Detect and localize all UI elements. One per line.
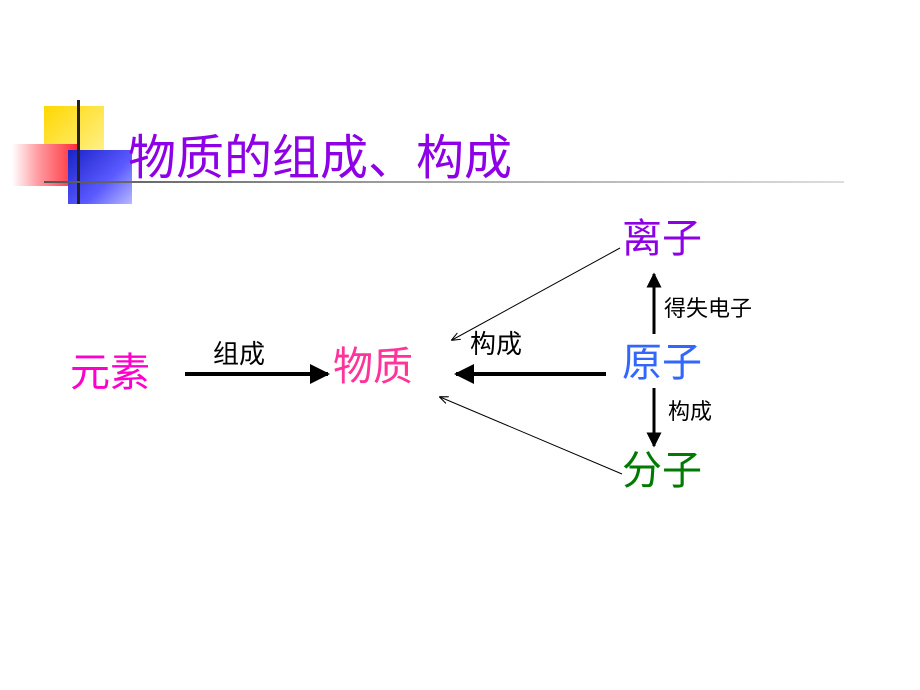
node-atom: 原子 bbox=[622, 340, 702, 386]
node-matter: 物质 bbox=[333, 344, 413, 390]
node-ion: 离子 bbox=[622, 216, 702, 262]
label-compose: 组成 bbox=[213, 340, 266, 370]
decor-vertical-line bbox=[77, 100, 80, 204]
arrow-ion-to-matter bbox=[452, 247, 621, 340]
label-constitute: 构成 bbox=[470, 330, 523, 360]
label-gain-lose-electrons: 得失电子 bbox=[664, 297, 753, 322]
title-underline bbox=[44, 181, 844, 183]
decor-red-square bbox=[12, 144, 78, 186]
node-element: 元素 bbox=[70, 350, 150, 396]
slide-title: 物质的组成、构成 bbox=[128, 130, 513, 186]
arrow-molecule-to-matter bbox=[440, 397, 623, 475]
label-atom-to-molecule: 构成 bbox=[668, 400, 713, 425]
node-molecule: 分子 bbox=[622, 448, 702, 494]
